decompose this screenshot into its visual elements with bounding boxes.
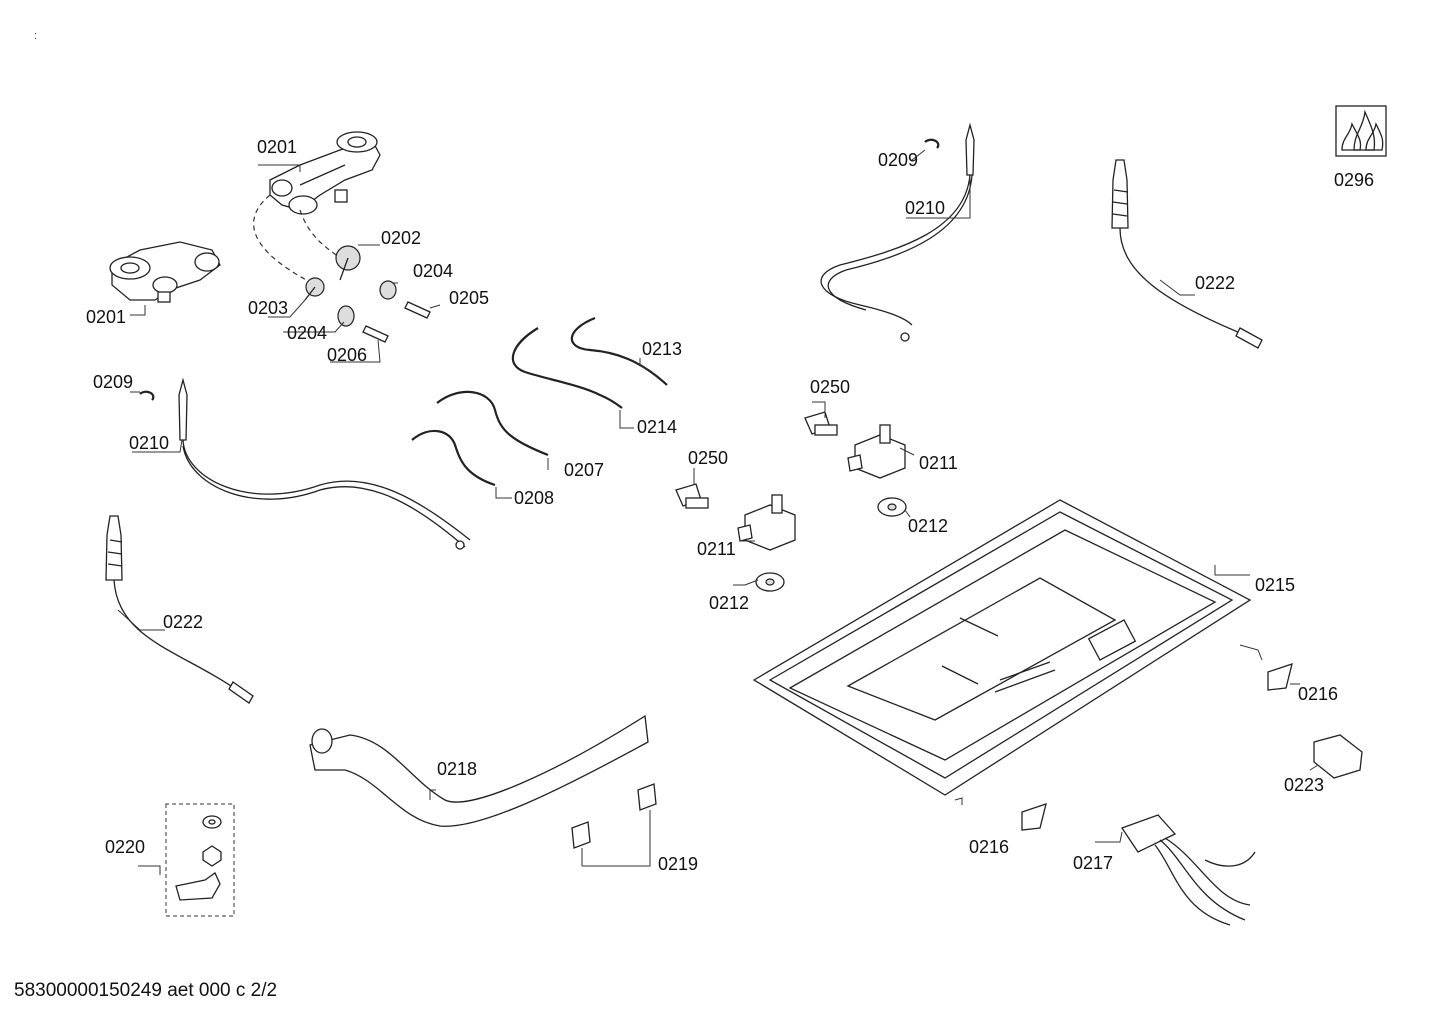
- label-0215: 0215: [1255, 575, 1295, 595]
- gas-rail-0218[interactable]: [309, 714, 649, 827]
- connector-kit-0220[interactable]: [165, 803, 235, 917]
- routing-dashed-line: [253, 194, 311, 283]
- label-0211-right: 0211: [919, 453, 958, 473]
- bracket-0219-left[interactable]: [571, 821, 591, 849]
- knob-seal-0212-right[interactable]: [877, 497, 907, 517]
- label-0216-right: 0216: [1298, 684, 1338, 704]
- label-0205: 0205: [449, 288, 489, 308]
- ignition-electrode-0210-right[interactable]: [820, 122, 975, 342]
- burner-manifold-left[interactable]: [109, 241, 221, 303]
- routing-dashed-line: [299, 209, 351, 266]
- nozzle-0204-upper[interactable]: [379, 280, 397, 300]
- clip-0203[interactable]: [304, 277, 325, 301]
- label-0296: 0296: [1334, 170, 1374, 190]
- label-0214: 0214: [637, 417, 677, 437]
- gas-valve-0211-left[interactable]: [737, 494, 796, 551]
- gas-pipe-0207[interactable]: [436, 390, 549, 457]
- label-0202: 0202: [381, 228, 421, 248]
- label-0212-right: 0212: [908, 516, 948, 536]
- label-0207: 0207: [564, 460, 604, 480]
- label-0211-left: 0211: [697, 539, 736, 559]
- label-0204-lower: 0204: [287, 323, 327, 343]
- label-0222-right: 0222: [1195, 273, 1235, 293]
- label-0209-right: 0209: [878, 150, 918, 170]
- document-code-footer: 58300000150249 aet 000 c 2/2: [14, 980, 278, 1001]
- label-0250-right: 0250: [810, 377, 850, 397]
- label-0203: 0203: [248, 298, 288, 318]
- spark-cable-0222-left[interactable]: [105, 515, 254, 704]
- label-0217: 0217: [1073, 853, 1113, 873]
- clip-0216-left[interactable]: [1021, 803, 1047, 831]
- thermocouple-0250-left[interactable]: [675, 483, 709, 509]
- hob-base-tray-0215[interactable]: [752, 499, 1252, 796]
- leader-lines: [117, 149, 1319, 875]
- burner-manifold-top[interactable]: [269, 131, 381, 215]
- bracket-0219-right[interactable]: [637, 783, 657, 811]
- label-0218: 0218: [437, 759, 477, 779]
- label-0213: 0213: [642, 339, 682, 359]
- label-0223: 0223: [1284, 775, 1324, 795]
- thermocouple-0250-right[interactable]: [804, 411, 838, 436]
- clip-0209-right[interactable]: [924, 138, 940, 149]
- nozzle-0204-lower[interactable]: [337, 305, 355, 327]
- label-0210-right: 0210: [905, 198, 945, 218]
- label-0201-left: 0201: [86, 307, 126, 327]
- label-0206: 0206: [327, 345, 367, 365]
- clip-0209-left[interactable]: [139, 390, 155, 401]
- ignition-module-0223[interactable]: [1313, 734, 1363, 779]
- label-0219: 0219: [658, 854, 698, 874]
- ignition-electrode-0210-left[interactable]: [178, 377, 471, 550]
- label-0220: 0220: [105, 837, 145, 857]
- gas-valve-0211-right[interactable]: [847, 424, 906, 479]
- injector-0206[interactable]: [362, 325, 389, 343]
- label-0212-left: 0212: [709, 593, 749, 613]
- label-0201-top: 0201: [257, 137, 297, 157]
- label-0250-left: 0250: [688, 448, 728, 468]
- spark-cable-0222-right[interactable]: [1111, 159, 1263, 349]
- label-0204-upper: 0204: [413, 261, 453, 281]
- label-0216-left: 0216: [969, 837, 1009, 857]
- gas-pipe-0214[interactable]: [511, 327, 623, 409]
- clip-0216-right[interactable]: [1267, 663, 1293, 691]
- gas-flame-symbol-0296: [1335, 105, 1387, 157]
- injector-0205[interactable]: [404, 301, 431, 319]
- gas-pipe-0208[interactable]: [411, 429, 496, 487]
- clip-0202[interactable]: [335, 245, 361, 281]
- label-0208: 0208: [514, 488, 554, 508]
- knob-seal-0212-left[interactable]: [755, 572, 785, 592]
- label-0209-left: 0209: [93, 372, 133, 392]
- label-0210-left: 0210: [129, 433, 169, 453]
- corner-mark: :: [34, 30, 38, 42]
- label-0222-left: 0222: [163, 612, 203, 632]
- spark-generator-0217[interactable]: [1120, 814, 1256, 926]
